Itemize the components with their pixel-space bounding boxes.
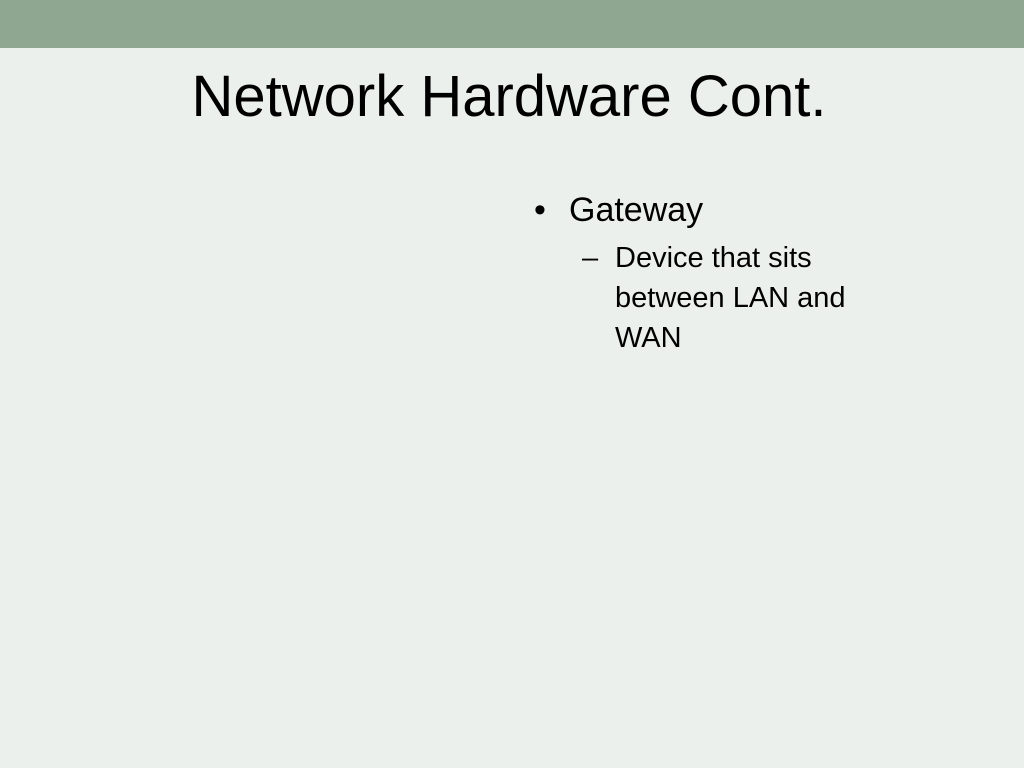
bullet-text: Gateway [569, 191, 704, 229]
top-accent-bar [0, 0, 1024, 48]
sub-bullet-item: – Device that sits between LAN and WAN [582, 238, 1008, 358]
slide-content: • Gateway – Device that sits between LAN… [528, 188, 1008, 358]
slide-title: Network Hardware Cont. [191, 64, 827, 129]
bullet-item-gateway: • Gateway [528, 188, 1008, 232]
sub-bullet-text: Device that sits between LAN and WAN [615, 242, 846, 354]
sub-bullet-marker: – [582, 242, 599, 274]
bullet-marker: • [534, 191, 546, 229]
